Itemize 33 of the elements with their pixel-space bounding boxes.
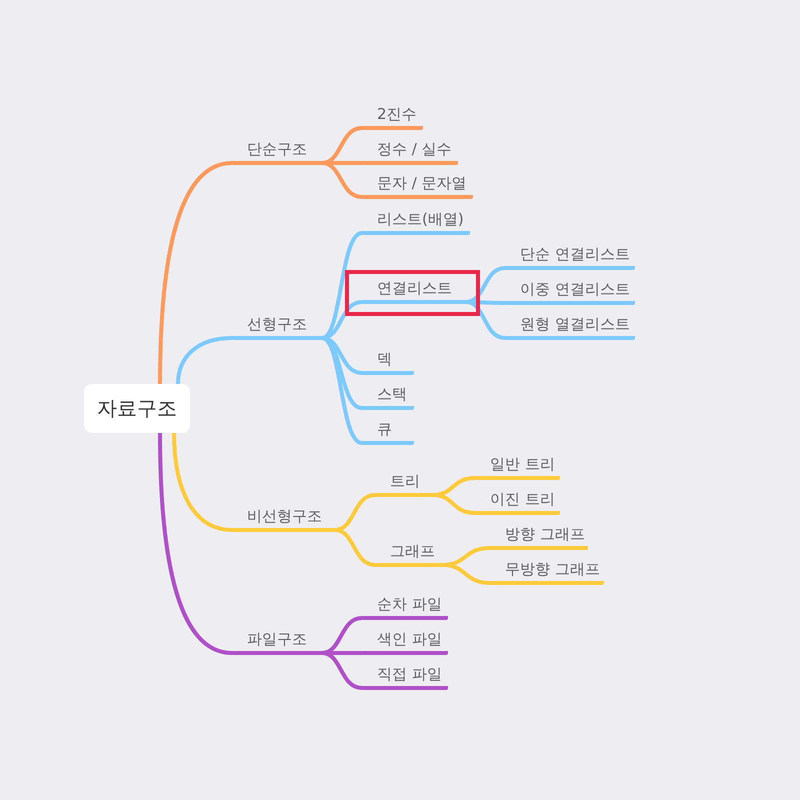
topic-label: 리스트(배열) [362, 209, 470, 235]
topic-label: 비선형구조 [232, 506, 335, 532]
topic-label: 단순 연결리스트 [505, 244, 635, 270]
topic-label: 이중 연결리스트 [505, 279, 635, 305]
root-box: 자료구조 [84, 384, 190, 433]
highlight-frame [345, 270, 480, 316]
branch-line [176, 336, 234, 386]
topic-label: 문자 / 문자열 [362, 173, 473, 199]
branch-line [333, 528, 377, 567]
topic-label: 방향 그래프 [490, 524, 588, 550]
topic-label: 색인 파일 [362, 629, 448, 655]
branch-line [172, 431, 234, 532]
topic-label: 직접 파일 [362, 664, 448, 690]
branch-line [158, 161, 234, 386]
topic-label: 스택 [362, 384, 414, 410]
topic-label: 2진수 [362, 104, 423, 130]
topic-label: 그래프 [375, 541, 443, 567]
topic-label: 이진 트리 [475, 489, 560, 515]
branch-line [158, 431, 234, 655]
topic-label: 정수 / 실수 [362, 139, 458, 165]
topic-label: 무방향 그래프 [490, 559, 604, 585]
topic-label: 파일구조 [232, 629, 322, 655]
topic-label: 원형 열결리스트 [505, 314, 635, 340]
topic-label: 큐 [362, 419, 414, 445]
topic-label: 일반 트리 [475, 454, 560, 480]
topic-label: 덱 [362, 349, 414, 375]
topic-label: 연결리스트 [362, 278, 466, 304]
branch-line [431, 493, 477, 515]
topic-label: 트리 [375, 471, 433, 497]
branch-line [441, 563, 492, 585]
topic-label: 선형구조 [232, 314, 322, 340]
topic-label: 단순구조 [232, 139, 322, 165]
topic-label: 순차 파일 [362, 594, 448, 620]
